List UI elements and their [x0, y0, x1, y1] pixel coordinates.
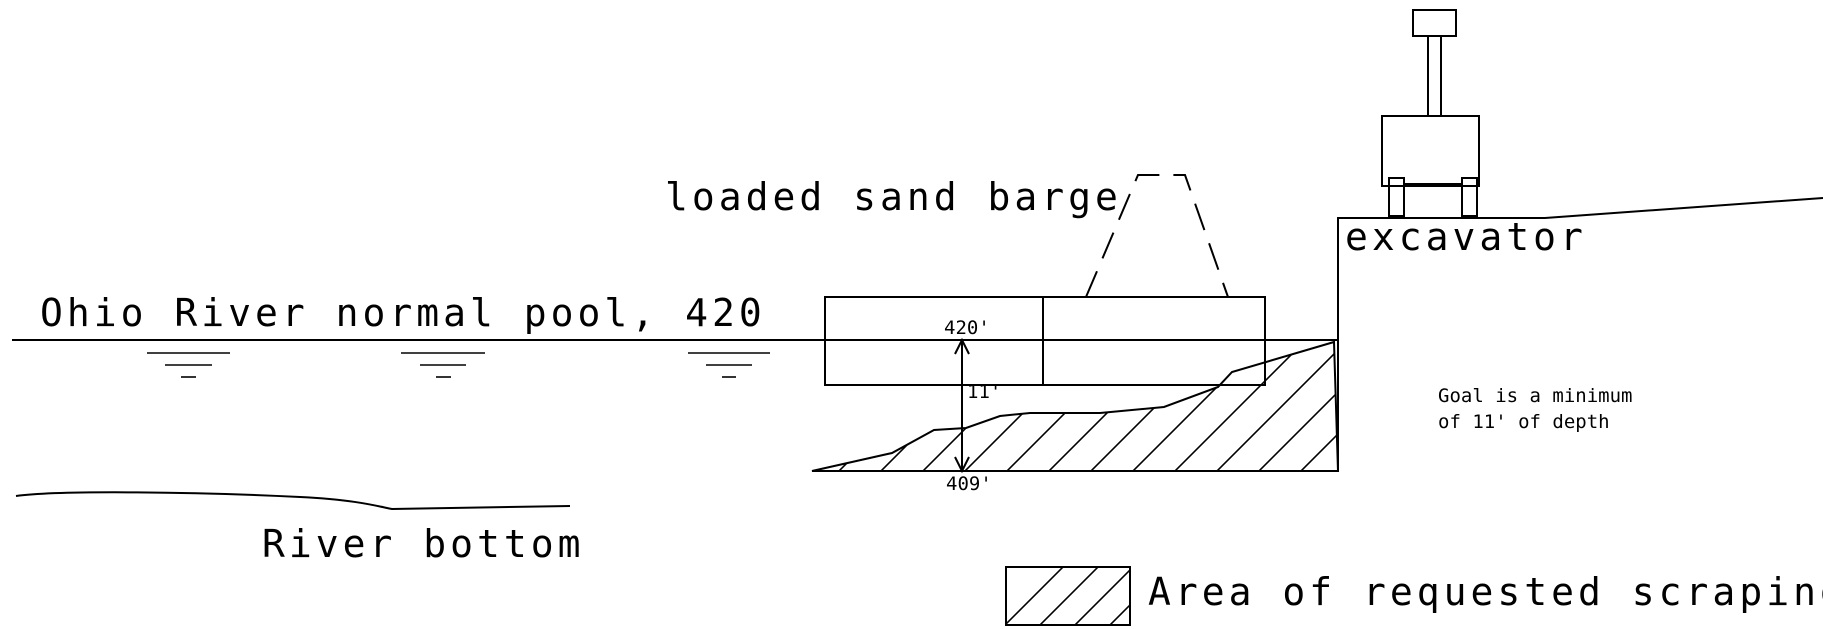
depth-label: 11' [967, 381, 1001, 403]
excavator-label: excavator [1345, 215, 1587, 259]
river-bottom-line [15, 491, 571, 511]
barge-label: loaded sand barge [665, 175, 1122, 219]
legend-label: Area of requested scraping [1148, 570, 1823, 614]
pool-label: Ohio River normal pool, 420 [40, 291, 766, 335]
excavator [1381, 9, 1480, 217]
goal-note-line2: of 11' of depth [1438, 411, 1610, 433]
water-level-symbol [401, 352, 485, 378]
goal-note-line1: Goal is a minimum [1438, 385, 1632, 407]
sand-pile-outline [1085, 174, 1229, 298]
elevation-top-label: 420' [944, 317, 990, 339]
depth-dimension-arrow [954, 337, 970, 474]
sand-barge [824, 296, 1266, 386]
bank-ground-line [1337, 197, 1823, 471]
water-level-symbol [147, 352, 230, 378]
elevation-bottom-label: 409' [946, 473, 992, 495]
legend-swatch [1005, 566, 1131, 626]
river-bottom-label: River bottom [262, 522, 585, 566]
water-level-symbol [688, 352, 770, 378]
